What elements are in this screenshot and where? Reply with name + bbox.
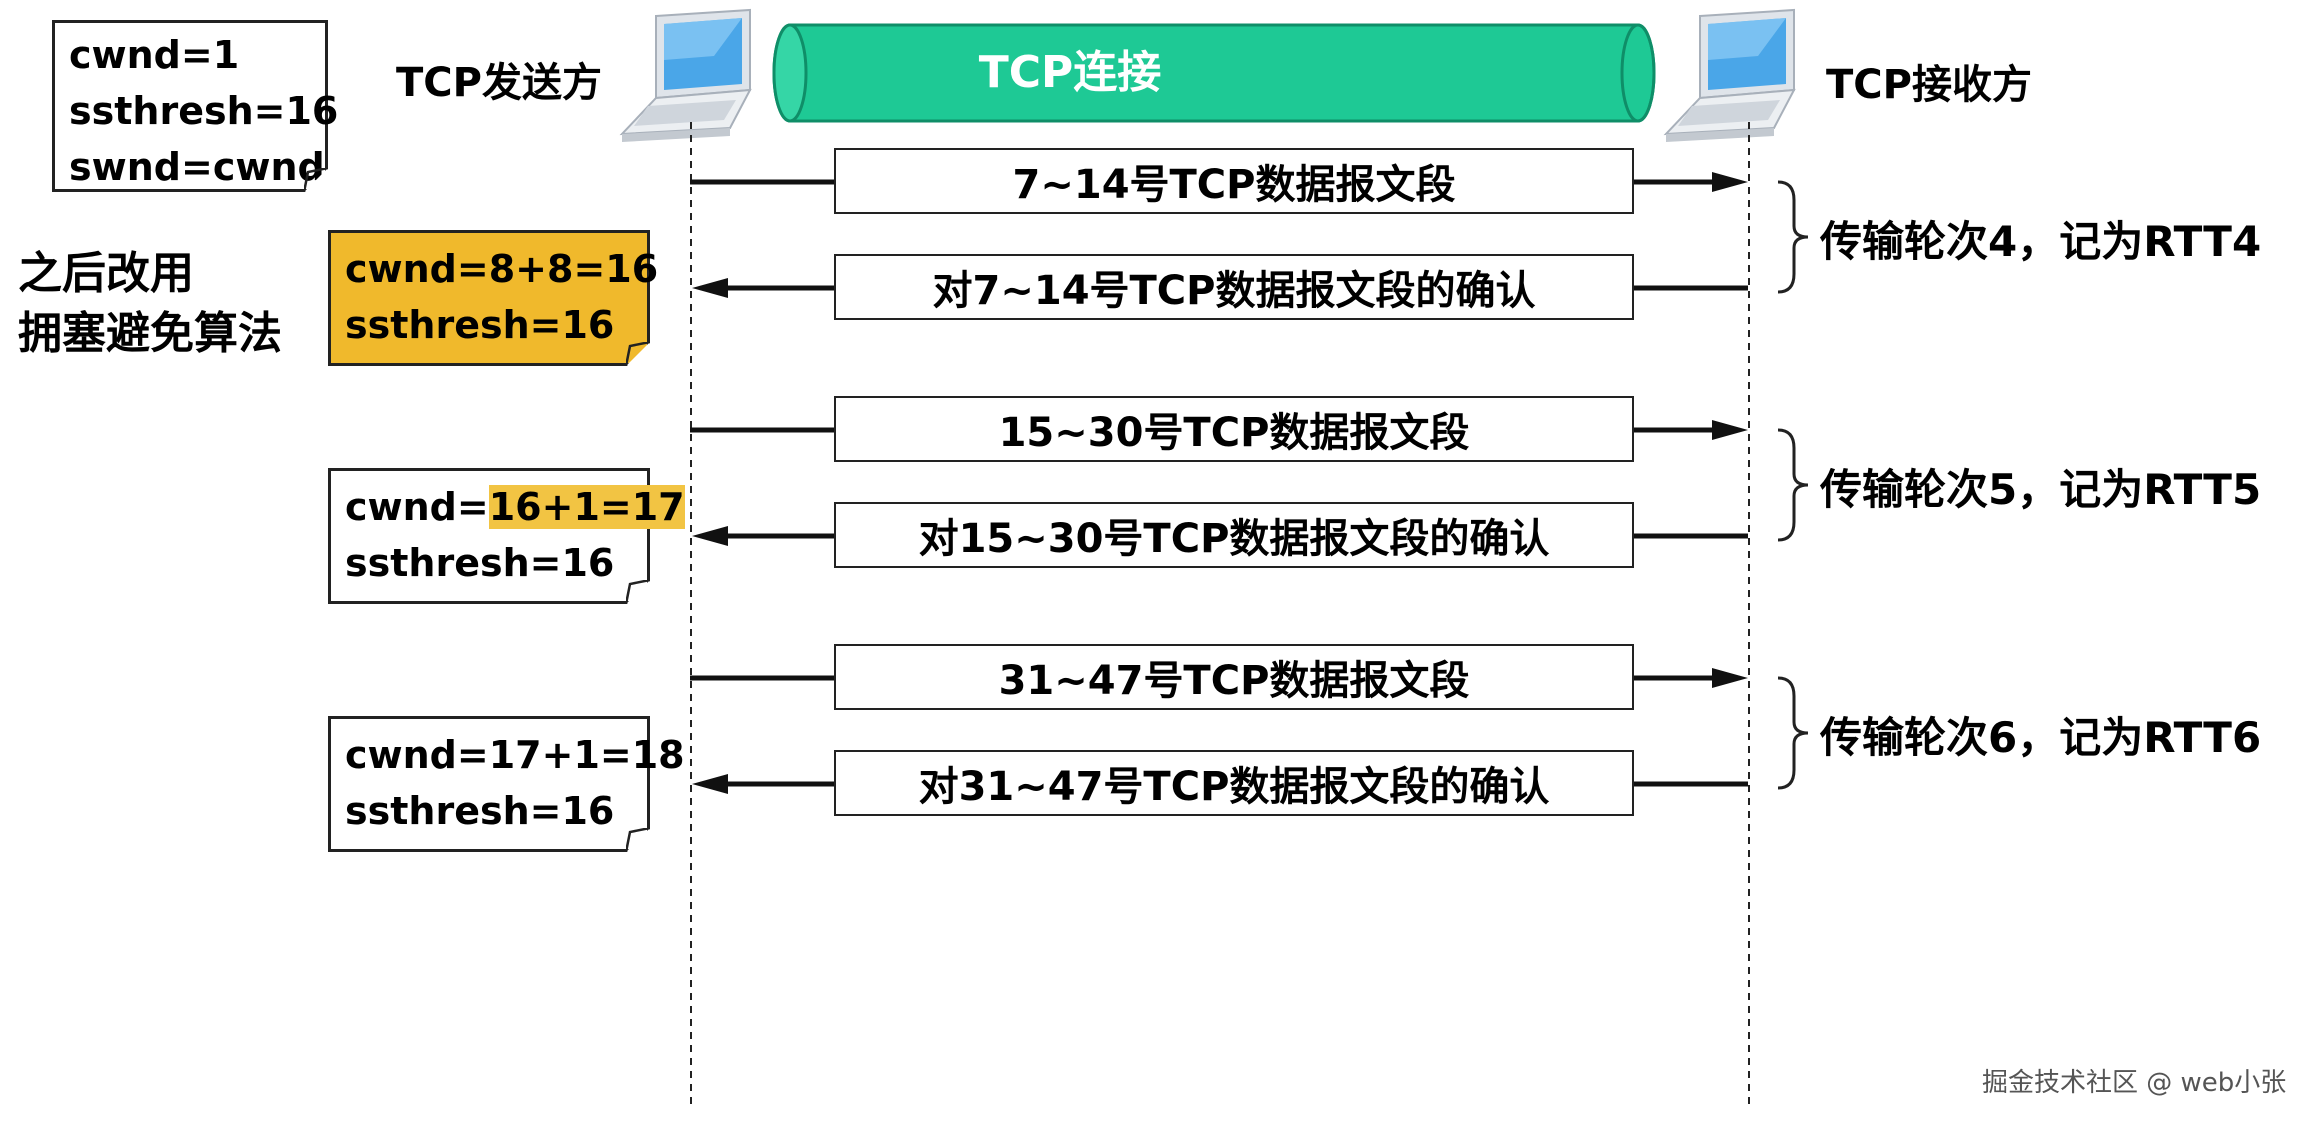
note-fold-icon — [626, 580, 650, 604]
sender-laptop-icon — [619, 8, 752, 142]
note-fold-icon — [304, 168, 328, 192]
receiver-timeline — [1748, 122, 1750, 1110]
receiver-label: TCP接收方 — [1826, 62, 2032, 108]
rtt-label: 传输轮次5，记为RTT5 — [1820, 465, 2262, 514]
round-note-line-1: cwnd=8+8=16 — [345, 247, 659, 291]
send-segment-box: 15~30号TCP数据报文段 — [834, 396, 1634, 462]
round-note-line-2: ssthresh=16 — [345, 789, 615, 833]
round-note-line-1: cwnd=16+1=17 — [345, 479, 685, 535]
top-note-line-2: ssthresh=16 — [69, 89, 339, 133]
side-text-line-1: 之后改用 — [18, 248, 194, 299]
round-note: cwnd=17+1=18 ssthresh=16 — [328, 716, 685, 852]
ack-segment-box: 对15~30号TCP数据报文段的确认 — [834, 502, 1634, 568]
round-note-line-2: ssthresh=16 — [345, 541, 615, 585]
connection-label: TCP连接 — [978, 47, 1162, 98]
note-fold-icon — [626, 828, 650, 852]
top-note-line-3: swnd=cwnd — [69, 145, 325, 189]
tcp-connection-tube — [772, 23, 1656, 123]
rtt-label: 传输轮次4，记为RTT4 — [1820, 217, 2262, 266]
cwnd-prefix: cwnd= — [345, 485, 489, 529]
receiver-laptop-icon — [1663, 8, 1796, 142]
round-note-line-2: ssthresh=16 — [345, 303, 615, 347]
round-note-line-1: cwnd=17+1=18 — [345, 733, 685, 777]
watermark: 掘金技术社区 @ web小张 — [1982, 1068, 2287, 1098]
side-text: 之后改用 拥塞避免算法 — [18, 244, 282, 364]
send-segment-box: 31~47号TCP数据报文段 — [834, 644, 1634, 710]
round-brace — [1777, 180, 1809, 294]
sender-timeline — [690, 122, 692, 1110]
top-note: cwnd=1 ssthresh=16 swnd=cwnd — [52, 20, 339, 192]
cwnd-highlight: 16+1=17 — [488, 485, 685, 529]
round-note: cwnd=16+1=17 ssthresh=16 — [328, 468, 685, 604]
rtt-label: 传输轮次6，记为RTT6 — [1820, 713, 2262, 762]
sender-label: TCP发送方 — [396, 60, 602, 106]
round-note: cwnd=8+8=16 ssthresh=16 — [328, 230, 659, 366]
round-brace — [1777, 676, 1809, 790]
round-brace — [1777, 428, 1809, 542]
ack-segment-box: 对7~14号TCP数据报文段的确认 — [834, 254, 1634, 320]
note-fold-icon — [626, 342, 650, 366]
ack-segment-box: 对31~47号TCP数据报文段的确认 — [834, 750, 1634, 816]
side-text-line-2: 拥塞避免算法 — [18, 308, 282, 359]
send-segment-box: 7~14号TCP数据报文段 — [834, 148, 1634, 214]
top-note-line-1: cwnd=1 — [69, 33, 240, 77]
